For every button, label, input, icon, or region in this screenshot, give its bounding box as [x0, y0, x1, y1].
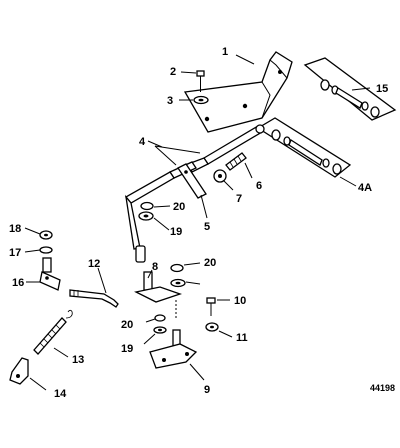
callout-labels: 1 2 3 4 4A 5 6 7 8 9 10 11 12 13 14 15 1… — [9, 46, 388, 400]
ball-joint-16 — [26, 257, 61, 291]
washer-3 — [179, 95, 209, 105]
anchor-bracket-14 — [9, 357, 47, 391]
callout-16: 16 — [12, 277, 24, 289]
callout-19a: 19 — [170, 226, 182, 238]
washer-17 — [24, 246, 53, 254]
detail-box-15 — [303, 57, 397, 121]
callout-13: 13 — [72, 354, 84, 366]
washer-7 — [213, 169, 234, 191]
callout-11: 11 — [236, 332, 248, 344]
callout-17: 17 — [9, 247, 21, 259]
washer-19c — [143, 326, 167, 345]
callout-8: 8 — [152, 261, 158, 273]
callout-1: 1 — [222, 46, 228, 58]
screw-2 — [180, 70, 205, 92]
figure-id: 44198 — [370, 383, 395, 393]
spring-13 — [33, 310, 73, 358]
detail-box-4a — [256, 117, 357, 187]
callout-4: 4 — [139, 136, 146, 148]
nut-11 — [205, 322, 233, 338]
clip-20a — [140, 201, 171, 211]
callout-9: 9 — [204, 384, 210, 396]
throttle-rod — [125, 124, 265, 263]
callout-3: 3 — [167, 95, 173, 107]
washer-19b — [170, 278, 201, 288]
callout-14: 14 — [54, 388, 67, 400]
callout-4a: 4A — [358, 182, 372, 194]
callout-2: 2 — [170, 66, 176, 78]
screw-6 — [225, 152, 253, 179]
callout-18: 18 — [9, 223, 21, 235]
callout-19b: 19 — [121, 343, 133, 355]
base-bracket-9 — [149, 300, 205, 381]
callout-12: 12 — [88, 258, 100, 270]
rod-12 — [69, 267, 119, 308]
mounting-bracket — [183, 51, 293, 133]
bracket-8 — [134, 269, 183, 303]
callout-7: 7 — [236, 193, 242, 205]
clip-20b — [170, 262, 201, 273]
callout-20b: 20 — [204, 257, 216, 269]
callout-20c: 20 — [121, 319, 133, 331]
callout-5: 5 — [204, 221, 210, 233]
callout-15: 15 — [376, 83, 388, 95]
callout-6: 6 — [256, 180, 262, 192]
screw-10 — [206, 297, 230, 316]
link-5 — [177, 163, 208, 219]
washer-19a — [138, 211, 170, 231]
clip-20c — [145, 314, 166, 323]
callout-10: 10 — [234, 295, 246, 307]
nut-18 — [24, 227, 53, 240]
callout-20a: 20 — [173, 201, 185, 213]
